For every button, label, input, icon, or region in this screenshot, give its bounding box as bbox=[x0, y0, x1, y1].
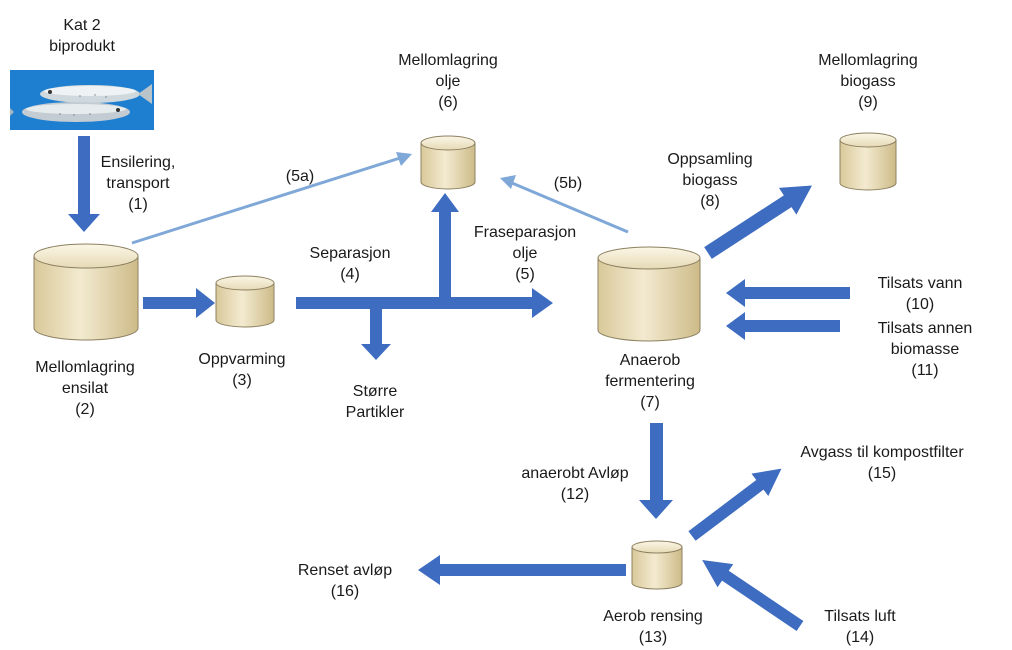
arrow-5a bbox=[131, 156, 401, 245]
luft-num: (14) bbox=[845, 629, 875, 646]
ensilat-line1: Mellomlagring bbox=[35, 359, 135, 376]
arrow-oppsamling-biogass bbox=[704, 185, 812, 259]
biomasse-line2: biomasse bbox=[890, 341, 960, 358]
avgass-num: (15) bbox=[867, 465, 897, 482]
biomasse-line1: Tilsats annen bbox=[877, 320, 973, 337]
biogass-line2: biogass bbox=[840, 73, 896, 90]
oppvarming-line1: Oppvarming bbox=[198, 351, 286, 368]
arrow-ensilering bbox=[68, 136, 100, 232]
arrow-tilsats-biomasse bbox=[726, 312, 840, 340]
label-avgass: Avgass til kompostfilter (15) bbox=[762, 442, 1002, 484]
label-anaerobt-avlop: anaerobt Avløp (12) bbox=[500, 463, 650, 505]
label-source: Kat 2 biprodukt bbox=[30, 15, 134, 57]
arrow-5b-head bbox=[500, 175, 516, 189]
fraseparasjon-num: (5) bbox=[515, 266, 535, 283]
arrow-renset-avlop bbox=[418, 555, 626, 585]
tank-aerob bbox=[631, 540, 683, 590]
arrow-5a-head bbox=[396, 152, 412, 166]
olje-line1: Mellomlagring bbox=[398, 52, 498, 69]
ensilat-num: (2) bbox=[75, 401, 95, 418]
label-tilsats-biomasse: Tilsats annen biomasse (11) bbox=[855, 318, 995, 381]
avgass-line1: Avgass til kompostfilter bbox=[800, 444, 964, 461]
label-separasjon: Separasjon (4) bbox=[300, 243, 400, 285]
oppvarming-num: (3) bbox=[232, 372, 252, 389]
fermentering-num: (7) bbox=[640, 394, 660, 411]
fermentering-line2: fermentering bbox=[605, 373, 695, 390]
tank-biogass bbox=[839, 132, 897, 191]
label-renset-avlop: Renset avløp (16) bbox=[282, 560, 408, 602]
label-mellomlagring-olje: Mellomlagring olje (6) bbox=[375, 50, 521, 113]
label-fraseparasjon: Fraseparasjon olje (5) bbox=[455, 222, 595, 285]
oppsamling-line2: biogass bbox=[682, 172, 738, 189]
label-storre-partikler: Større Partikler bbox=[320, 381, 430, 423]
label-tilsats-vann: Tilsats vann (10) bbox=[860, 273, 980, 315]
arrow-anaerobt-avlop bbox=[639, 423, 673, 519]
aerob-num: (13) bbox=[638, 629, 668, 646]
vann-num: (10) bbox=[905, 296, 935, 313]
tank-olje bbox=[420, 135, 476, 190]
label-5a-text: (5a) bbox=[285, 168, 315, 185]
salmon-fish-image bbox=[10, 70, 154, 130]
arrow-to-partikler bbox=[361, 309, 391, 360]
fraseparasjon-line1: Fraseparasjon bbox=[473, 224, 577, 241]
olje-line2: olje bbox=[435, 73, 461, 90]
tank-fermentering bbox=[597, 246, 701, 342]
olje-num: (6) bbox=[438, 94, 458, 111]
ensilering-line2: transport bbox=[106, 175, 170, 192]
ensilering-line1: Ensilering, bbox=[100, 154, 176, 171]
tank-oppvarming bbox=[215, 275, 275, 328]
biogass-num: (9) bbox=[858, 94, 878, 111]
biomasse-num: (11) bbox=[911, 362, 939, 379]
label-aerob-rensing: Aerob rensing (13) bbox=[583, 606, 723, 648]
label-mellomlagring-ensilat: Mellomlagring ensilat (2) bbox=[12, 357, 158, 420]
separasjon-line1: Separasjon bbox=[309, 245, 391, 262]
label-oppvarming: Oppvarming (3) bbox=[182, 349, 302, 391]
arrow-to-oppvarming bbox=[143, 288, 215, 318]
arrow-tilsats-vann bbox=[726, 279, 850, 307]
label-anaerob-fermentering: Anaerob fermentering (7) bbox=[580, 350, 720, 413]
separasjon-num: (4) bbox=[340, 266, 360, 283]
vann-line1: Tilsats vann bbox=[877, 275, 963, 292]
tank-ensilat bbox=[33, 243, 139, 341]
label-tilsats-luft: Tilsats luft (14) bbox=[795, 606, 925, 648]
arrow-to-olje bbox=[431, 193, 459, 297]
oppsamling-line1: Oppsamling bbox=[667, 151, 753, 168]
label-mellomlagring-biogass: Mellomlagring biogass (9) bbox=[795, 50, 941, 113]
avlop-line1: anaerobt Avløp bbox=[521, 465, 629, 482]
arrow-tilsats-luft bbox=[702, 560, 804, 631]
fraseparasjon-line2: olje bbox=[512, 245, 538, 262]
arrow-avgass bbox=[688, 468, 782, 541]
biogass-line1: Mellomlagring bbox=[818, 52, 918, 69]
oppsamling-num: (8) bbox=[700, 193, 720, 210]
ensilat-line2: ensilat bbox=[61, 380, 109, 397]
label-ensilering: Ensilering, transport (1) bbox=[90, 152, 186, 215]
label-5b: (5b) bbox=[543, 173, 593, 194]
partikler-line2: Partikler bbox=[345, 404, 405, 421]
ensilering-num: (1) bbox=[128, 196, 148, 213]
fermentering-line1: Anaerob bbox=[619, 352, 681, 369]
luft-line1: Tilsats luft bbox=[824, 608, 896, 625]
renset-line1: Renset avløp bbox=[297, 562, 393, 579]
source-line2: biprodukt bbox=[49, 38, 115, 55]
source-line1: Kat 2 bbox=[63, 17, 101, 34]
partikler-line1: Større bbox=[352, 383, 398, 400]
arrow-separasjon bbox=[296, 288, 553, 318]
label-5a: (5a) bbox=[275, 166, 325, 187]
label-oppsamling-biogass: Oppsamling biogass (8) bbox=[645, 149, 775, 212]
renset-num: (16) bbox=[330, 583, 360, 600]
avlop-num: (12) bbox=[560, 486, 590, 503]
arrow-5b bbox=[511, 181, 629, 234]
aerob-line1: Aerob rensing bbox=[603, 608, 703, 625]
label-5b-text: (5b) bbox=[553, 175, 583, 192]
